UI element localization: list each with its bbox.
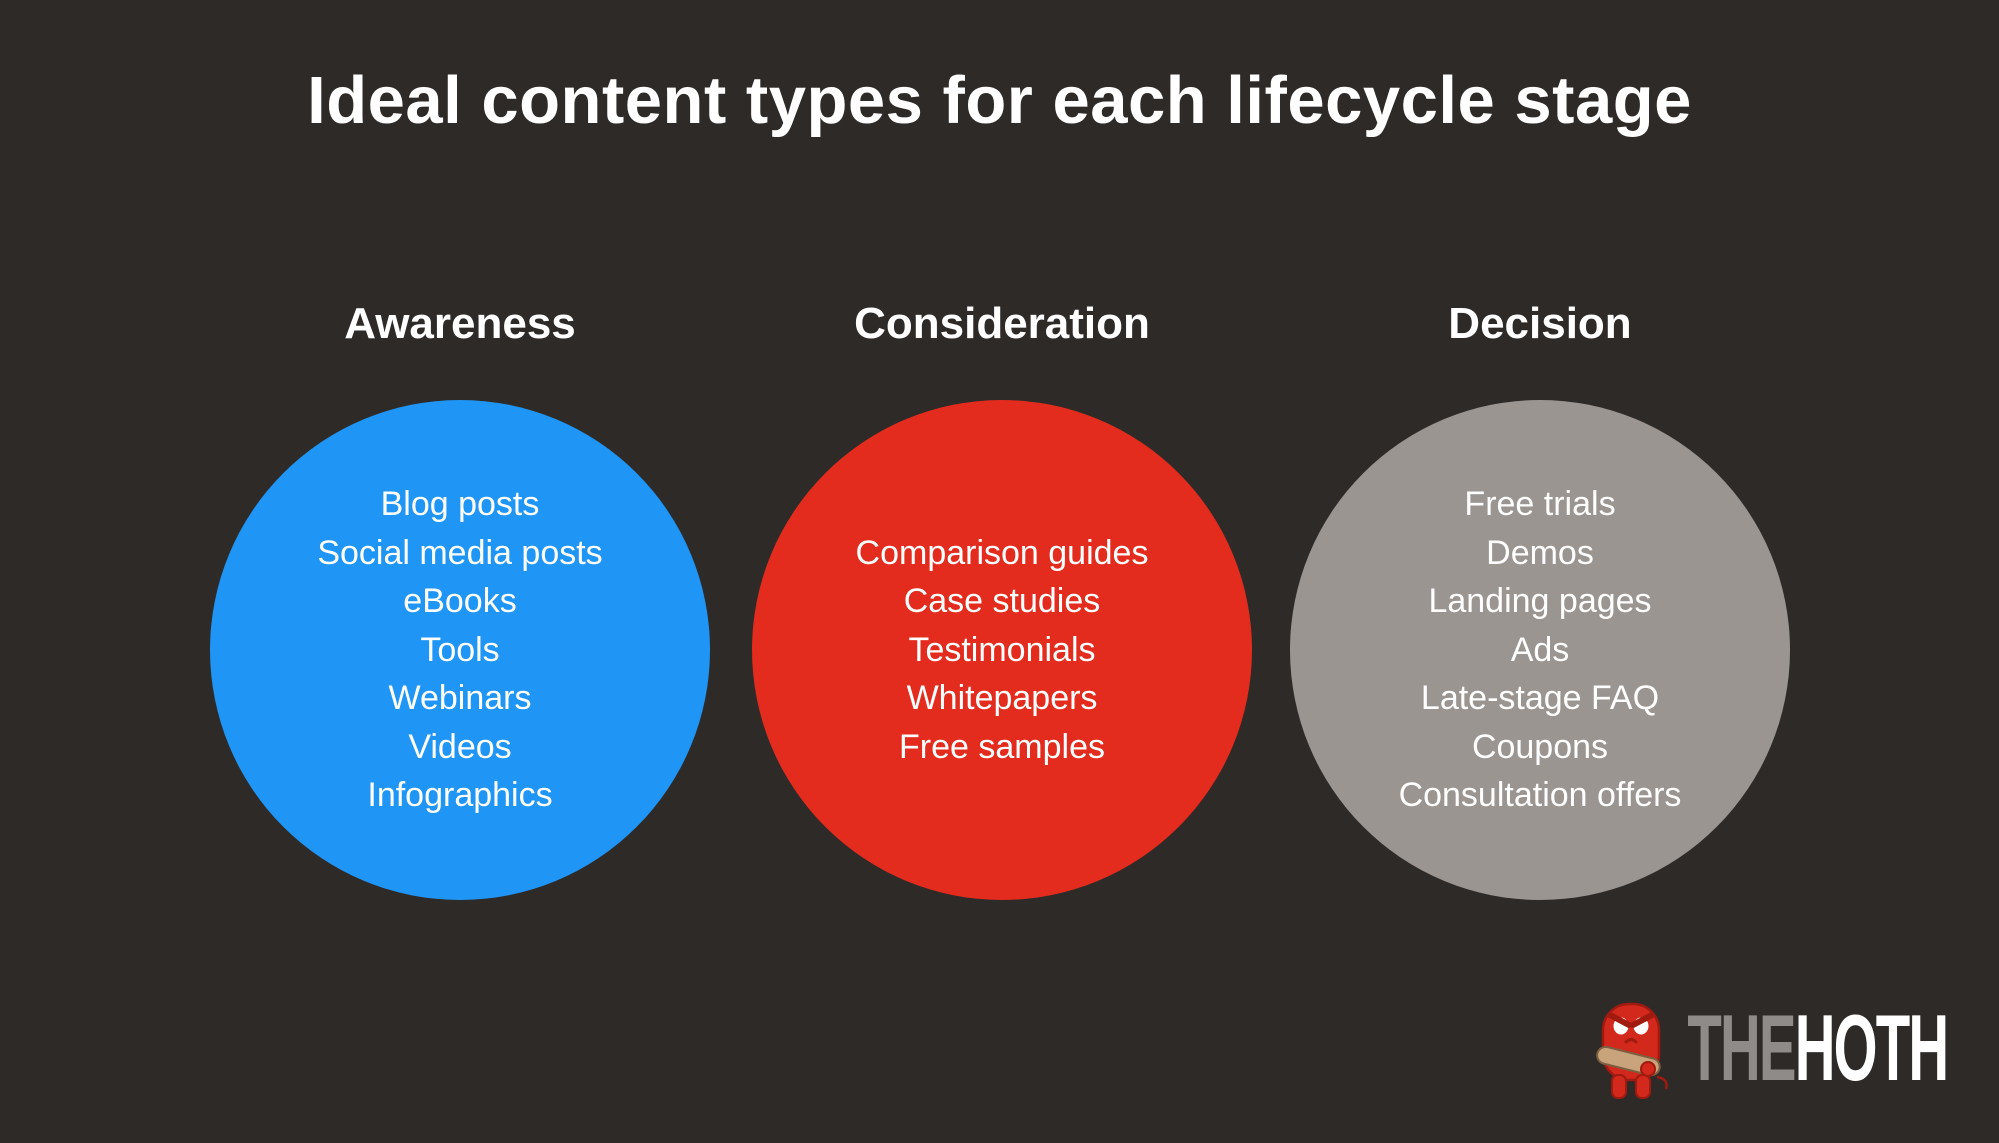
content-type-item: Ads	[1510, 630, 1570, 669]
thehoth-logo: THEHOTH	[1595, 998, 1949, 1103]
mascot-leg	[1635, 1074, 1651, 1099]
stage-awareness: Awareness Blog posts Social media posts …	[210, 296, 710, 900]
stage-decision-circle: Free trials Demos Landing pages Ads Late…	[1290, 400, 1790, 900]
content-type-item: Free trials	[1464, 485, 1616, 524]
content-type-item: eBooks	[403, 582, 517, 621]
content-type-item: Infographics	[367, 776, 553, 815]
stage-awareness-circle: Blog posts Social media posts eBooks Too…	[210, 400, 710, 900]
mascot-mouth	[1624, 1038, 1638, 1044]
logo-wordmark: THEHOTH	[1687, 1001, 1949, 1095]
mascot-tail	[1656, 1075, 1668, 1090]
stage-decision-label: Decision	[1448, 299, 1632, 348]
stage-awareness-label: Awareness	[344, 299, 576, 348]
mascot-brow	[1630, 1012, 1655, 1028]
content-type-item: Tools	[420, 630, 500, 669]
page-title: Ideal content types for each lifecycle s…	[307, 63, 1692, 138]
logo-hoth-text: HOTH	[1794, 995, 1948, 1100]
stage-decision: Decision Free trials Demos Landing pages…	[1290, 296, 1790, 900]
content-type-item: Consultation offers	[1398, 776, 1682, 815]
stage-consideration-label: Consideration	[854, 299, 1150, 348]
content-type-item: Whitepapers	[906, 679, 1098, 718]
content-type-item: Testimonials	[908, 630, 1096, 669]
content-type-item: Late-stage FAQ	[1420, 679, 1660, 718]
content-type-item: Social media posts	[317, 533, 603, 572]
stage-consideration: Consideration Comparison guides Case stu…	[752, 296, 1252, 900]
content-type-item: Landing pages	[1428, 582, 1652, 621]
content-type-item: Free samples	[899, 727, 1105, 766]
hoth-monster-icon	[1596, 1002, 1668, 1099]
mascot-brow	[1607, 1012, 1632, 1028]
mascot-hand	[1640, 1061, 1656, 1077]
mascot-leg	[1611, 1074, 1627, 1099]
content-type-item: Webinars	[388, 679, 532, 718]
content-type-item: Videos	[408, 727, 512, 766]
content-type-item: Case studies	[903, 582, 1101, 621]
content-type-item: Coupons	[1471, 727, 1609, 766]
content-type-item: Comparison guides	[855, 533, 1149, 572]
content-type-item: Demos	[1486, 533, 1594, 572]
logo-the-text: THE	[1687, 995, 1796, 1100]
content-type-item: Blog posts	[380, 485, 540, 524]
stage-consideration-circle: Comparison guides Case studies Testimoni…	[752, 400, 1252, 900]
